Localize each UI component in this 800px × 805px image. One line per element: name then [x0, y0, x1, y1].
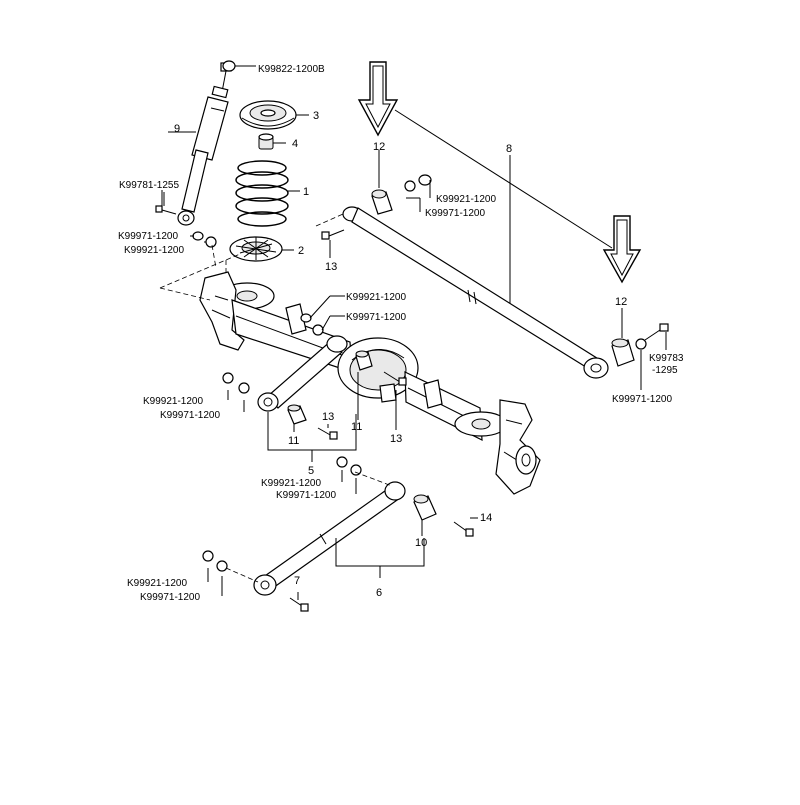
callout-label: 4: [292, 138, 298, 150]
callout-label: 12: [373, 141, 385, 153]
spring-seat-lower: [229, 236, 294, 262]
nut: [404, 174, 432, 192]
callout-label: 2: [298, 245, 304, 257]
callout-label: 9: [174, 123, 180, 135]
callout-label: 11: [351, 421, 362, 433]
bump-stop: [258, 133, 286, 150]
bolt: [383, 371, 407, 386]
part-label: K99781-1255: [119, 180, 179, 191]
part-label: K99971-1200: [612, 394, 672, 405]
nut: [222, 60, 256, 72]
callout-label: 1: [303, 186, 309, 198]
bolt: [321, 229, 345, 240]
bolt: [289, 597, 309, 612]
part-label: K99921-1200: [143, 396, 203, 407]
part-label: K99921-1200: [346, 292, 406, 303]
nut: [635, 338, 647, 350]
bushing: [355, 350, 373, 371]
callout-label: 13: [322, 411, 334, 423]
bushing: [611, 308, 635, 367]
callout-label: 11: [288, 435, 299, 447]
nut: [300, 313, 324, 336]
callout-label: 13: [325, 261, 337, 273]
part-label: K99783: [649, 353, 684, 364]
part-label: K99971-1200: [140, 592, 200, 603]
callout-label: 3: [313, 110, 319, 122]
callout-label: 7: [294, 575, 300, 587]
callout-label: 14: [480, 512, 492, 524]
part-label: K99921-1200: [261, 478, 321, 489]
bolt: [644, 323, 669, 341]
down-arrow-icon: [357, 61, 399, 137]
down-arrow-icon: [602, 215, 642, 284]
bolt: [155, 190, 177, 215]
part-label: K99971-1200: [425, 208, 485, 219]
part-label: K99921-1200: [124, 245, 184, 256]
nut: [336, 456, 362, 476]
callout-label: 10: [415, 537, 427, 549]
callout-label: 12: [615, 296, 627, 308]
spring-seat-upper: [239, 100, 309, 130]
nut: [202, 550, 228, 572]
part-label: -1295: [652, 365, 678, 376]
upper-control-arm: [257, 335, 348, 412]
leader-lines: [163, 180, 667, 600]
bushing: [371, 150, 393, 215]
part-label: K99921-1200: [436, 194, 496, 205]
bushing: [287, 404, 307, 425]
part-label: K99921-1200: [127, 578, 187, 589]
part-label: K99971-1200: [346, 312, 406, 323]
coil-spring: [235, 160, 300, 227]
part-label: K99971-1200: [276, 490, 336, 501]
shock-absorber: [168, 62, 232, 226]
lateral-rod: [342, 206, 609, 379]
part-label: K99822-1200B: [258, 64, 325, 75]
nut: [222, 372, 250, 394]
part-label: K99971-1200: [118, 231, 178, 242]
bushing: [413, 494, 437, 521]
callout-label: 8: [506, 143, 512, 155]
lower-control-arm: [253, 481, 406, 596]
callout-label: 6: [376, 587, 382, 599]
bolt: [317, 427, 338, 440]
part-label: K99971-1200: [160, 410, 220, 421]
bolt: [453, 521, 474, 537]
nut: [192, 231, 217, 248]
callout-label: 13: [390, 433, 402, 445]
callout-label: 5: [308, 465, 314, 477]
